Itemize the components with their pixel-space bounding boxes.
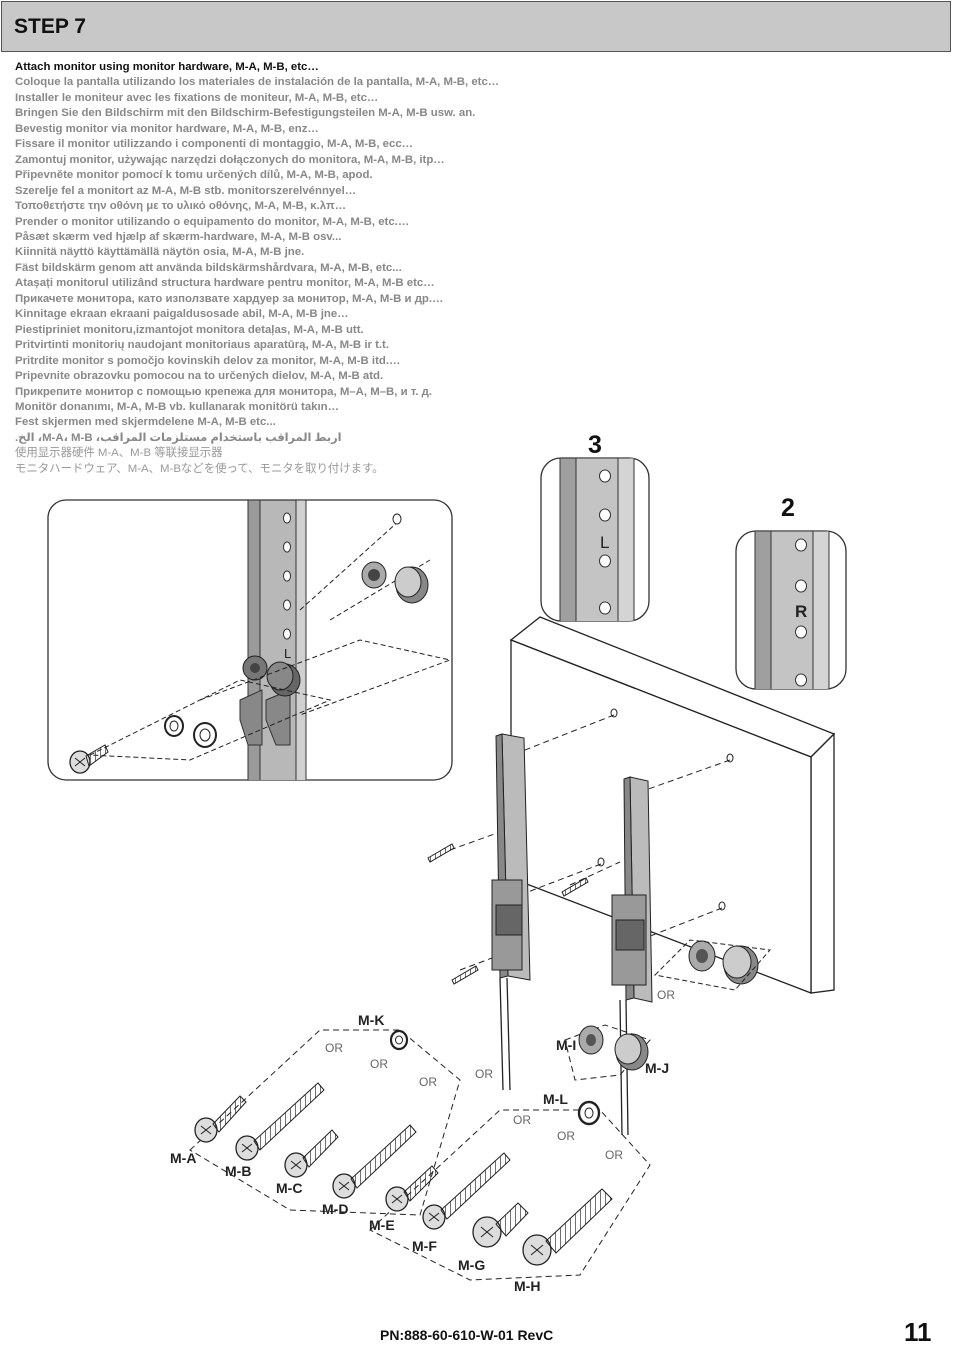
instruction-line: Piestipriniet monitoru,izmantojot monito… [15,323,364,336]
part-m-d-screw: M-D [322,1124,417,1217]
instruction-line: Attach monitor using monitor hardware, M… [15,61,319,73]
part-m-a-screw: M-A [170,1095,247,1166]
or-label: OR [419,1075,437,1089]
label-m-l: M-L [543,1091,568,1107]
label-m-f: M-F [412,1238,437,1254]
part-m-h-screw: M-H [514,1188,613,1294]
part-m-g-screw: M-G [458,1202,529,1273]
step-title: STEP 7 [14,15,86,38]
or-label: OR [557,1129,575,1143]
label-m-b: M-B [225,1163,251,1179]
bracket-mark-L: L [600,533,609,552]
part-number: PN:888-60-610-W-01 RevC [380,1327,554,1343]
part-m-f-screw: M-F [412,1152,511,1254]
instruction-line: Прикачете монитора, като използвате хард… [15,292,444,305]
mount-holes [597,708,734,911]
washer-detail [164,715,217,748]
instruction-line: Kiinnitä näyttö käyttämällä näytön osia,… [15,246,305,259]
instruction-line: Bevestig monitor via monitor hardware, M… [15,122,319,135]
screw-detail [69,744,109,774]
part-m-i-spacer: M-I [556,1025,604,1055]
instruction-line: Připevněte monitor pomocí k tomu určenýc… [15,169,373,182]
step-header: STEP 7 [1,1,951,52]
instruction-line-japanese: モニタハードウェア、M-A、M-Bなどを使って、モニタを取り付けます。 [15,462,384,475]
instruction-line: Installer le moniteur avec les fixations… [15,91,379,104]
part-m-b-screw: M-B [225,1082,325,1179]
or-labels: OR OR OR OR OR OR OR [325,1041,623,1162]
part-m-j-spacer: M-J [614,1033,669,1076]
instruction-line: Prender o monitor utilizando o equipamen… [15,215,410,228]
or-label: OR [370,1057,388,1071]
instruction-line: Påsæt skærm ved hjælp af skærm-hardware,… [15,230,342,243]
detail-callout: L [47,499,453,781]
part-m-l-washer: M-L [543,1091,601,1126]
instruction-line: Τοποθετήστε την οθόνη με το υλικό οθόνης… [15,200,347,213]
label-m-a: M-A [170,1150,196,1166]
label-m-h: M-H [514,1278,540,1294]
multilingual-instructions: Attach monitor using monitor hardware, M… [15,60,635,477]
instruction-line: Bringen Sie den Bildschirm mit den Bilds… [15,107,476,120]
instruction-line-chinese: 使用显示器硬件 M-A、M-B 等联接显示器 [15,447,223,460]
instruction-line: Прикрепите монитор с помощью крепежа для… [15,385,433,398]
instruction-line: Fissare il monitor utilizzando i compone… [15,138,414,151]
instruction-line: Atașați monitorul utilizând structura ha… [15,277,435,290]
part-m-c-screw: M-C [276,1129,339,1196]
bracket-mark-detail: L [284,646,291,661]
or-label: OR [605,1148,623,1162]
instruction-line: Zamontuj monitor, używając narzędzi dołą… [15,153,445,166]
label-m-i: M-I [556,1037,576,1053]
bracket-detail: L [239,500,307,780]
bracket-zoom-left: 3 L [540,431,650,622]
instruction-line: Fest skjermen med skjermdelene M-A, M-B … [15,416,276,429]
instruction-line: Pritrdite monitor s pomočjo kovinskih de… [15,354,401,367]
spacer-on-bracket [242,655,301,697]
label-m-e: M-E [369,1217,395,1233]
part-m-k-washer: M-K [358,1012,409,1051]
bracket-left [491,733,531,1091]
bracket-number-3: 3 [588,431,602,459]
instruction-line: Fäst bildskärm genom att använda bildskä… [15,261,402,274]
bracket-zoom-right: 2 R [735,494,847,690]
instruction-line: Pritvirtinti monitorių naudojant monitor… [15,339,390,352]
label-m-g: M-G [458,1257,485,1273]
spacer-pair-detail [361,513,429,604]
bracket-mark-R: R [795,602,807,621]
panel-spacers: OR [653,939,771,1002]
label-m-j: M-J [645,1060,669,1076]
instruction-line-arabic: اربط المراقب باستخدام مستلزمات المراقب، … [15,431,342,444]
instruction-line: Coloque la pantalla utilizando los mater… [15,76,500,89]
instruction-line: Monitör donanımı, M-A, M-B vb. kullanara… [15,400,340,413]
instruction-line: Kinnitage ekraan ekraani paigaldusosade … [15,308,349,321]
label-m-c: M-C [276,1180,302,1196]
instruction-line: Pripevnite obrazovku pomocou na to určen… [15,370,384,383]
or-label: OR [325,1041,343,1055]
page-number: 11 [904,1317,932,1347]
or-label: OR [657,988,675,1002]
monitor-panel [509,616,836,994]
bracket-right [611,776,653,1136]
label-m-d: M-D [322,1201,348,1217]
or-label: OR [475,1067,493,1081]
part-m-e-screw: M-E [369,1165,439,1233]
bracket-number-2: 2 [781,494,795,522]
label-m-k: M-K [358,1012,384,1028]
or-label: OR [513,1113,531,1127]
instruction-line: Szerelje fel a monitort az M-A, M-B stb.… [15,184,357,197]
panel-screws [427,843,589,985]
